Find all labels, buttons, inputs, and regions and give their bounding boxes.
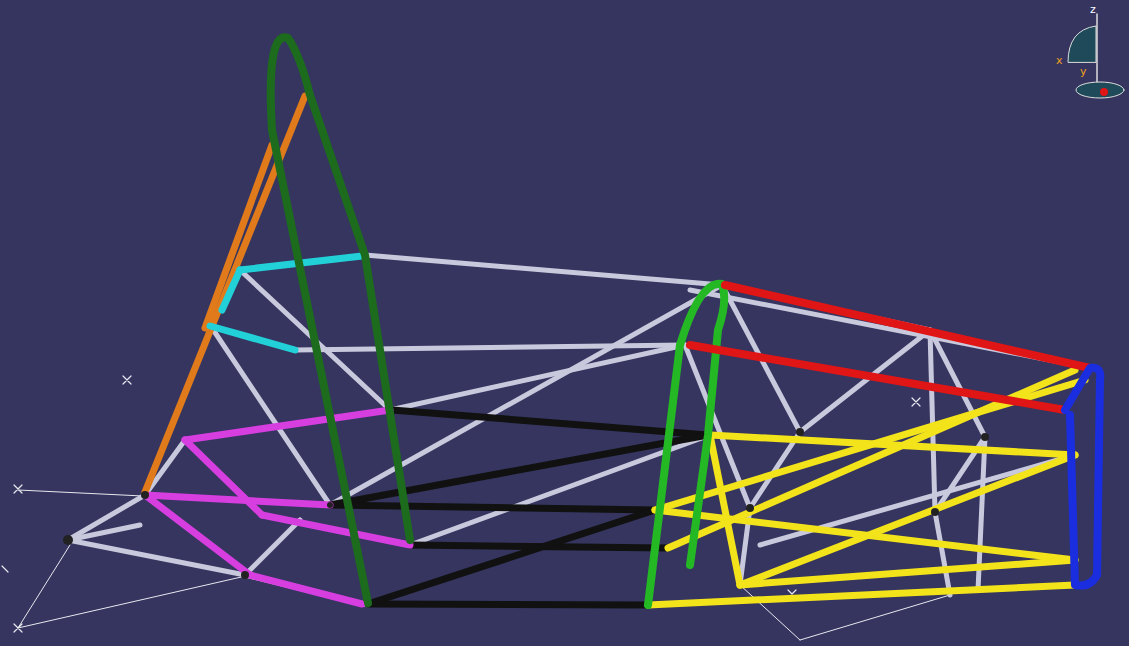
frame-tubes — [68, 255, 1090, 605]
brace-cross-tubes — [210, 256, 362, 350]
axis-label: z — [1090, 4, 1096, 16]
axis-compass — [1068, 14, 1124, 98]
side-impact-tubes — [145, 410, 410, 604]
construction-points — [2, 376, 920, 632]
construction-lines — [18, 490, 950, 640]
axis-label: y — [1080, 66, 1087, 78]
joints — [63, 428, 989, 579]
axis-label: x — [1056, 55, 1063, 67]
upper-side-tubes — [690, 285, 1090, 410]
front-hoop — [648, 284, 724, 605]
main-hoop — [271, 37, 410, 603]
front-bulkhead — [1065, 368, 1100, 586]
